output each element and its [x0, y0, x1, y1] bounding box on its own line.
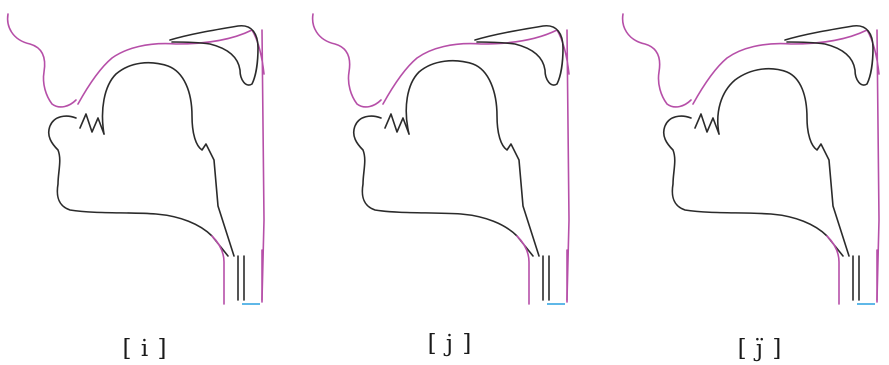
tongue-outline	[406, 61, 539, 256]
larynx-inner-wall	[543, 256, 549, 300]
larynx-inner-wall	[853, 256, 859, 300]
lower-jaw-outline	[664, 116, 843, 256]
larynx-front-wall	[212, 236, 224, 304]
palate-outline	[693, 30, 879, 104]
vocal-tract-diagram-j	[305, 0, 595, 330]
lower-jaw-outline	[354, 116, 533, 256]
larynx-front-wall	[517, 236, 529, 304]
tongue-outline	[103, 63, 235, 256]
palate-outline	[383, 30, 569, 104]
larynx-front-wall	[827, 236, 839, 304]
panel-j-dot: [ j̈ ]	[615, 0, 889, 365]
upper-lip-outline	[623, 14, 691, 107]
teeth-outline	[385, 114, 409, 134]
panel-i: [ i ]	[0, 0, 290, 365]
vocal-tract-diagram-j-dot	[615, 0, 889, 330]
panel-j: [ j ]	[305, 0, 595, 365]
caption-j: [ j ]	[305, 331, 595, 357]
velum-outline	[170, 26, 258, 85]
vocal-tract-diagram-i	[0, 0, 290, 330]
larynx-inner-wall	[238, 256, 244, 300]
upper-lip-outline	[8, 14, 76, 107]
caption-i: [ i ]	[0, 336, 290, 362]
teeth-outline	[695, 114, 719, 134]
lower-jaw-outline	[49, 116, 228, 256]
tongue-outline	[718, 69, 849, 256]
velum-outline	[785, 26, 873, 85]
upper-lip-outline	[313, 14, 381, 107]
caption-j-dot: [ j̈ ]	[615, 336, 889, 362]
teeth-outline	[80, 114, 104, 134]
